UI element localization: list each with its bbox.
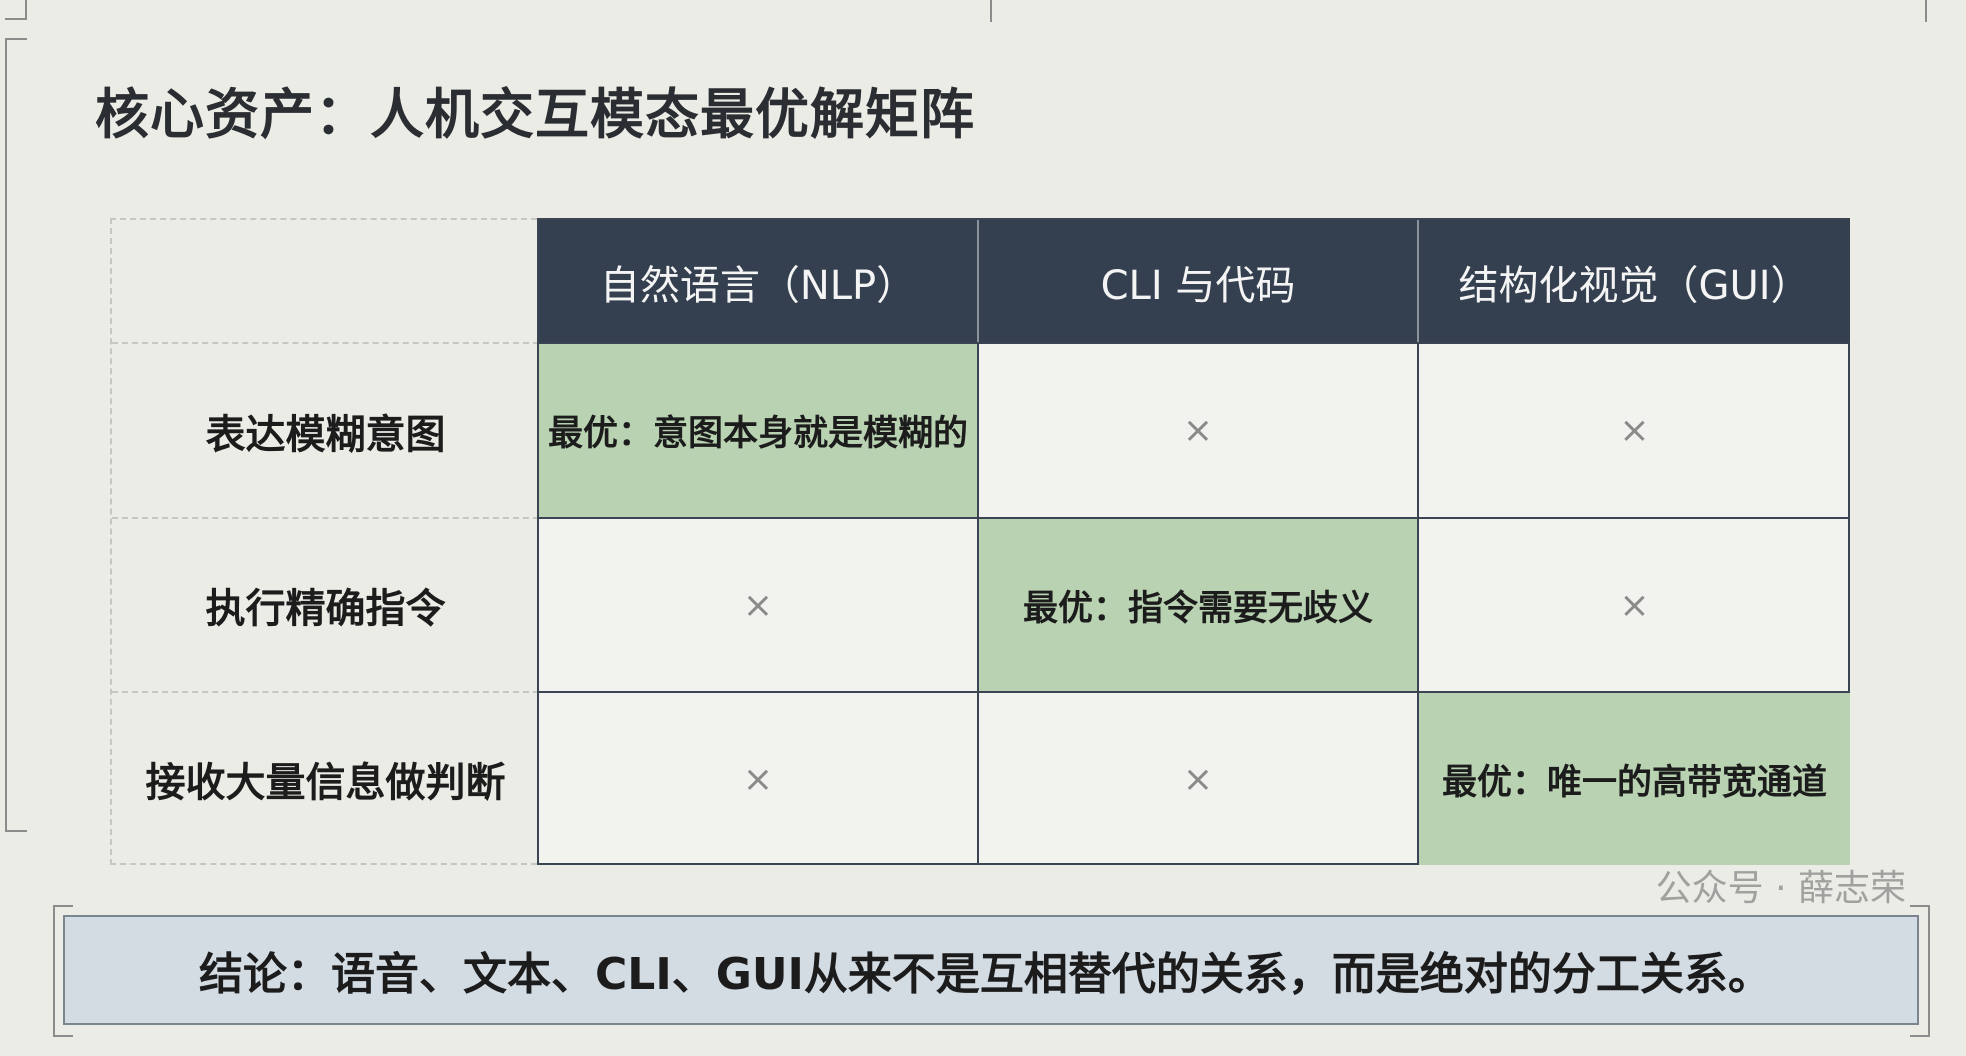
cross-icon: ×: [1182, 758, 1214, 800]
cell-best: 最优：意图本身就是模糊的: [539, 342, 979, 517]
tick-mark: [1925, 0, 1927, 22]
row-label: 接收大量信息做判断: [112, 691, 539, 865]
conclusion-bracket-left: [53, 905, 73, 1037]
cell-best: 最优：唯一的高带宽通道: [1419, 691, 1850, 865]
cell-best: 最优：指令需要无歧义: [979, 517, 1419, 691]
cell-cross: ×: [539, 517, 979, 691]
page-title: 核心资产：人机交互模态最优解矩阵: [95, 83, 975, 146]
cross-icon: ×: [1619, 410, 1650, 451]
column-header-cli: CLI 与代码: [979, 220, 1419, 344]
cell-cross: ×: [1419, 342, 1850, 517]
row-label: 表达模糊意图: [112, 342, 539, 517]
frame-mark: [5, 38, 27, 832]
cross-icon: ×: [742, 584, 774, 626]
tick-mark: [990, 0, 992, 22]
cross-icon: ×: [742, 758, 774, 800]
matrix-table: 自然语言（NLP） CLI 与代码 结构化视觉（GUI） 最优：意图本身就是模糊…: [537, 218, 1850, 865]
conclusion-text: 结论：语音、文本、CLI、GUI从来不是互相替代的关系，而是绝对的分工关系。: [199, 949, 1772, 1000]
column-header-nlp: 自然语言（NLP）: [539, 220, 979, 344]
corner-mark: [5, 0, 27, 20]
row-label-column: 表达模糊意图 执行精确指令 接收大量信息做判断: [110, 218, 539, 865]
row-label: 执行精确指令: [112, 517, 539, 691]
cell-cross: ×: [539, 691, 979, 865]
column-header-gui: 结构化视觉（GUI）: [1419, 220, 1850, 344]
cross-icon: ×: [1182, 410, 1214, 451]
cell-cross: ×: [1419, 517, 1850, 691]
cell-cross: ×: [979, 691, 1419, 865]
watermark: 公众号 · 薛志荣: [1655, 868, 1906, 909]
conclusion-bracket-right: [1910, 905, 1930, 1037]
conclusion-box: 结论：语音、文本、CLI、GUI从来不是互相替代的关系，而是绝对的分工关系。: [63, 915, 1919, 1025]
cross-icon: ×: [1619, 584, 1650, 626]
cell-cross: ×: [979, 342, 1419, 517]
